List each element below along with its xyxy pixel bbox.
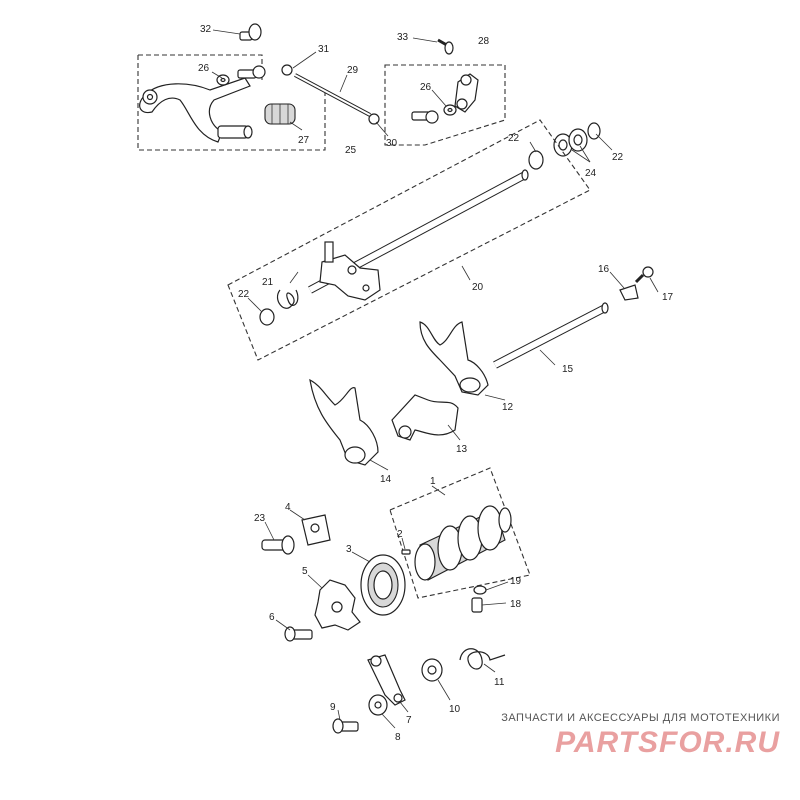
group-20-box bbox=[227, 119, 591, 361]
group-28-box bbox=[384, 64, 506, 146]
spring-11 bbox=[459, 648, 506, 670]
stopper-plate-16 bbox=[619, 284, 639, 301]
label-12: 12 bbox=[502, 402, 514, 413]
label-22-right: 22 bbox=[612, 152, 624, 163]
pedal-rubber bbox=[264, 103, 296, 125]
leader-lines bbox=[211, 29, 659, 729]
washer-26a bbox=[216, 74, 230, 86]
plate-4 bbox=[301, 514, 331, 546]
fork-shaft-15 bbox=[493, 302, 609, 369]
label-11: 11 bbox=[494, 677, 505, 688]
label-8: 8 bbox=[395, 732, 401, 743]
detent-cam-5 bbox=[314, 579, 361, 631]
watermark-logo: PARTSFOR.RU bbox=[555, 726, 780, 759]
label-30: 30 bbox=[386, 138, 398, 149]
watermark: ЗАПЧАСТИ И АКСЕССУАРЫ ДЛЯ МОТОТЕХНИКИ PA… bbox=[480, 712, 780, 760]
label-23: 23 bbox=[254, 513, 266, 524]
shift-fork-13 bbox=[391, 394, 459, 441]
label-3: 3 bbox=[346, 544, 352, 555]
label-14: 14 bbox=[380, 474, 392, 485]
label-15: 15 bbox=[562, 364, 574, 375]
oring-22-left bbox=[259, 308, 275, 326]
label-10: 10 bbox=[449, 704, 461, 715]
bolt-9 bbox=[332, 718, 359, 734]
label-6: 6 bbox=[269, 612, 275, 623]
label-27: 27 bbox=[298, 135, 310, 146]
label-5: 5 bbox=[302, 566, 308, 577]
label-26a: 26 bbox=[198, 63, 210, 74]
washer-19 bbox=[473, 585, 487, 595]
label-4: 4 bbox=[285, 502, 291, 513]
gear-pedal-lever bbox=[139, 77, 253, 143]
bolt-33 bbox=[437, 38, 454, 55]
label-22-mid: 22 bbox=[238, 289, 250, 300]
shift-shaft bbox=[308, 169, 529, 301]
shift-fork-12 bbox=[419, 321, 489, 396]
label-9: 9 bbox=[330, 702, 336, 713]
linkage-rod-29 bbox=[281, 64, 380, 125]
bolt-17 bbox=[634, 266, 654, 284]
label-25: 25 bbox=[345, 145, 357, 156]
washer-8 bbox=[368, 694, 388, 716]
washer-set-24 bbox=[528, 122, 601, 170]
label-16: 16 bbox=[598, 264, 610, 275]
label-2: 2 bbox=[397, 529, 403, 540]
label-28: 28 bbox=[478, 36, 490, 47]
watermark-tagline: ЗАПЧАСТИ И АКСЕССУАРЫ ДЛЯ МОТОТЕХНИКИ bbox=[501, 712, 780, 724]
shift-arm bbox=[454, 73, 479, 113]
shift-drum bbox=[414, 505, 512, 581]
bolt-32 bbox=[239, 23, 262, 41]
group-1-box bbox=[389, 467, 531, 599]
label-13: 13 bbox=[456, 444, 468, 455]
shift-fork-14 bbox=[309, 378, 379, 466]
detent-arm-7 bbox=[367, 654, 406, 706]
label-31: 31 bbox=[318, 44, 330, 55]
washer-26b bbox=[443, 104, 457, 116]
label-17: 17 bbox=[662, 292, 674, 303]
pin-2 bbox=[401, 549, 411, 555]
part-labels: 1 2 3 4 5 6 7 8 9 10 11 12 13 14 15 16 1… bbox=[198, 24, 674, 743]
bolt-18 bbox=[471, 597, 483, 613]
label-21: 21 bbox=[262, 277, 274, 288]
label-32: 32 bbox=[200, 24, 212, 35]
label-7: 7 bbox=[406, 715, 412, 726]
label-20: 20 bbox=[472, 282, 484, 293]
label-33: 33 bbox=[397, 32, 409, 43]
rod-end-bolt-right bbox=[411, 110, 439, 124]
bolt-6 bbox=[284, 626, 313, 642]
bearing-3 bbox=[360, 554, 406, 616]
bolt-23 bbox=[261, 535, 295, 555]
label-18: 18 bbox=[510, 599, 522, 610]
return-spring-21 bbox=[276, 271, 299, 309]
label-26b: 26 bbox=[420, 82, 432, 93]
rod-end-bolt-left bbox=[237, 65, 266, 79]
label-29: 29 bbox=[347, 65, 359, 76]
label-1: 1 bbox=[430, 476, 436, 487]
label-24: 24 bbox=[585, 168, 597, 179]
label-19: 19 bbox=[510, 576, 522, 587]
label-22-top: 22 bbox=[508, 133, 520, 144]
washer-10 bbox=[421, 658, 443, 682]
